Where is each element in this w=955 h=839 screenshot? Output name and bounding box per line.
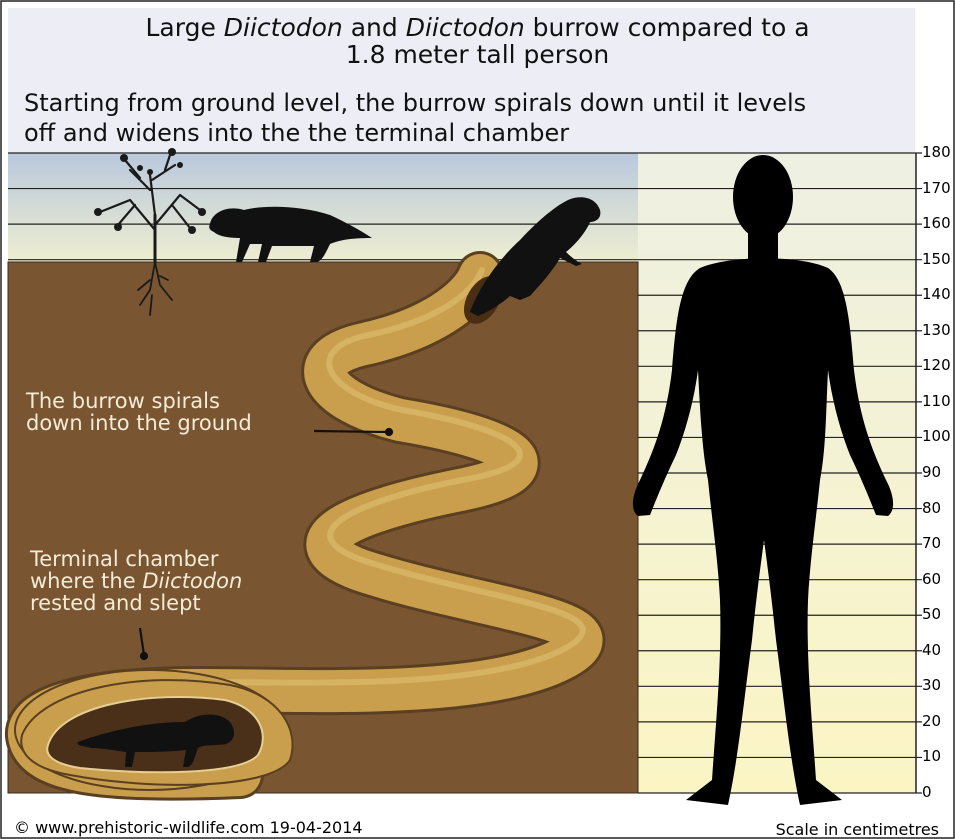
scale-tick-label: 150 (922, 252, 951, 267)
scale-tick-label: 110 (922, 394, 951, 409)
scale-tick-label: 50 (922, 607, 941, 622)
scale-tick-label: 100 (922, 429, 951, 444)
scale-tick-label: 130 (922, 323, 951, 338)
scale-caption: Scale in centimetres (776, 820, 939, 839)
scale-tick-label: 30 (922, 678, 941, 693)
chamber-annotation: Terminal chamber where the Diictodon res… (30, 548, 242, 614)
subtitle-line-2: off and widens into the the terminal cha… (24, 119, 569, 147)
chamber-annotation-line-3: rested and slept (30, 591, 201, 615)
scale-tick-label: 180 (922, 145, 951, 160)
title-species-1: Diictodon (224, 13, 343, 42)
scale-tick-label: 20 (922, 714, 941, 729)
scale-tick-label: 120 (922, 358, 951, 373)
scale-tick-label: 160 (922, 216, 951, 231)
title-line-2: 1.8 meter tall person (346, 40, 610, 69)
subtitle-line-1: Starting from ground level, the burrow s… (24, 89, 806, 117)
diagram-title: Large Diictodon and Diictodon burrow com… (0, 14, 955, 68)
title-species-2: Diictodon (406, 13, 525, 42)
scale-tick-label: 90 (922, 465, 941, 480)
scale-tick-label: 10 (922, 749, 941, 764)
burrow-annotation-line-1: The burrow spirals (26, 389, 220, 413)
burrow-annotation-line-2: down into the ground (26, 411, 252, 435)
chamber-annotation-species: Diictodon (142, 569, 242, 593)
chamber-annotation-line-2a: where the (30, 569, 142, 593)
scale-tick-label: 0 (922, 785, 932, 800)
title-part-2: and (343, 13, 406, 42)
chamber-annotation-line-1: Terminal chamber (30, 547, 219, 571)
scale-tick-label: 170 (922, 181, 951, 196)
scale-tick-label: 70 (922, 536, 941, 551)
title-part-1: Large (145, 13, 223, 42)
scale-tick-label: 40 (922, 643, 941, 658)
burrow-annotation: The burrow spirals down into the ground (26, 390, 252, 434)
title-part-3: burrow compared to a (525, 13, 810, 42)
diagram-subtitle: Starting from ground level, the burrow s… (24, 88, 806, 148)
scale-tick-label: 80 (922, 501, 941, 516)
scale-tick-label: 140 (922, 287, 951, 302)
scale-tick-label: 60 (922, 572, 941, 587)
footer-credit: © www.prehistoric-wildlife.com 19-04-201… (14, 818, 363, 837)
